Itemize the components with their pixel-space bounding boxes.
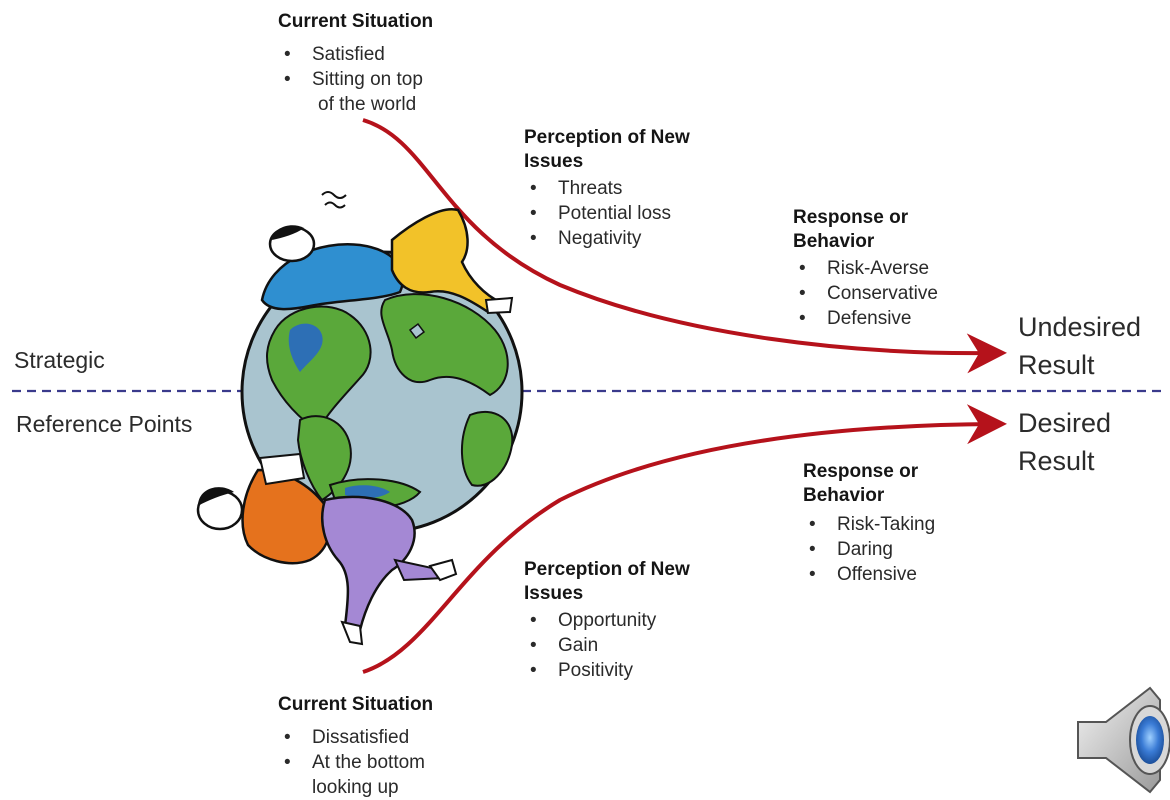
list-item-continuation: of the world bbox=[318, 94, 417, 115]
list-item: At the bottom bbox=[278, 750, 433, 775]
top-perception-heading-line2: Issues bbox=[524, 151, 584, 172]
undesired-arrow bbox=[362, 118, 1007, 374]
list-item: Risk-Averse bbox=[793, 256, 938, 281]
list-item: Gain bbox=[524, 633, 690, 658]
list-item: Offensive bbox=[803, 562, 935, 587]
top-response-heading-line1: Response or bbox=[793, 207, 909, 228]
undesired-result-line1: Undesired bbox=[1018, 312, 1142, 342]
top-response: Response or Behavior Risk-Averse Conserv… bbox=[793, 206, 938, 331]
bottom-response-heading-line1: Response or bbox=[803, 461, 919, 482]
list-item: Dissatisfied bbox=[278, 725, 433, 750]
top-perception: Perception of New Issues Threats Potenti… bbox=[524, 126, 690, 251]
list-item: Defensive bbox=[793, 306, 938, 331]
bottom-response-heading-line2: Behavior bbox=[803, 485, 885, 506]
person-at-bottom-icon bbox=[196, 452, 458, 646]
bottom-current-heading: Current Situation bbox=[278, 694, 434, 715]
strategic-label: Strategic bbox=[14, 347, 105, 373]
bottom-response-list: Risk-Taking Daring Offensive bbox=[803, 512, 935, 587]
desired-result: Desired Result bbox=[1018, 404, 1111, 480]
speaker-icon[interactable] bbox=[1077, 686, 1170, 794]
desired-result-line2: Result bbox=[1018, 446, 1095, 476]
top-response-list: Risk-Averse Conservative Defensive bbox=[793, 256, 938, 331]
desired-result-line1: Desired bbox=[1018, 408, 1112, 438]
top-perception-heading-line1: Perception of New bbox=[524, 127, 690, 148]
undesired-result: Undesired Result bbox=[1018, 308, 1141, 384]
bottom-current-situation: Current Situation Dissatisfied At the bo… bbox=[278, 693, 433, 800]
undesired-result-line2: Result bbox=[1018, 350, 1095, 380]
list-item: Opportunity bbox=[524, 608, 690, 633]
bottom-perception-list: Opportunity Gain Positivity bbox=[524, 608, 690, 683]
top-current-list: Satisfied Sitting on top bbox=[278, 42, 433, 92]
bottom-perception-heading-line1: Perception of New bbox=[524, 559, 690, 580]
list-item: Risk-Taking bbox=[803, 512, 935, 537]
bottom-perception-heading-line2: Issues bbox=[524, 583, 584, 604]
top-current-heading: Current Situation bbox=[278, 11, 434, 32]
list-item: Threats bbox=[524, 176, 690, 201]
list-item: Negativity bbox=[524, 226, 690, 251]
list-item: Conservative bbox=[793, 281, 938, 306]
list-item: Daring bbox=[803, 537, 935, 562]
list-item-continuation: looking up bbox=[312, 777, 399, 798]
top-response-heading-line2: Behavior bbox=[793, 231, 875, 252]
bottom-current-list: Dissatisfied At the bottom bbox=[278, 725, 433, 775]
list-item: Sitting on top bbox=[278, 67, 433, 92]
person-on-top-icon bbox=[260, 191, 514, 315]
bottom-perception: Perception of New Issues Opportunity Gai… bbox=[524, 558, 690, 683]
list-item: Positivity bbox=[524, 658, 690, 683]
top-current-situation: Current Situation Satisfied Sitting on t… bbox=[278, 10, 433, 117]
list-item: Satisfied bbox=[278, 42, 433, 67]
desired-arrow bbox=[362, 404, 1007, 674]
top-perception-list: Threats Potential loss Negativity bbox=[524, 176, 690, 251]
reference-points-label: Reference Points bbox=[16, 411, 193, 437]
list-item: Potential loss bbox=[524, 201, 690, 226]
bottom-response: Response or Behavior Risk-Taking Daring … bbox=[803, 460, 935, 587]
